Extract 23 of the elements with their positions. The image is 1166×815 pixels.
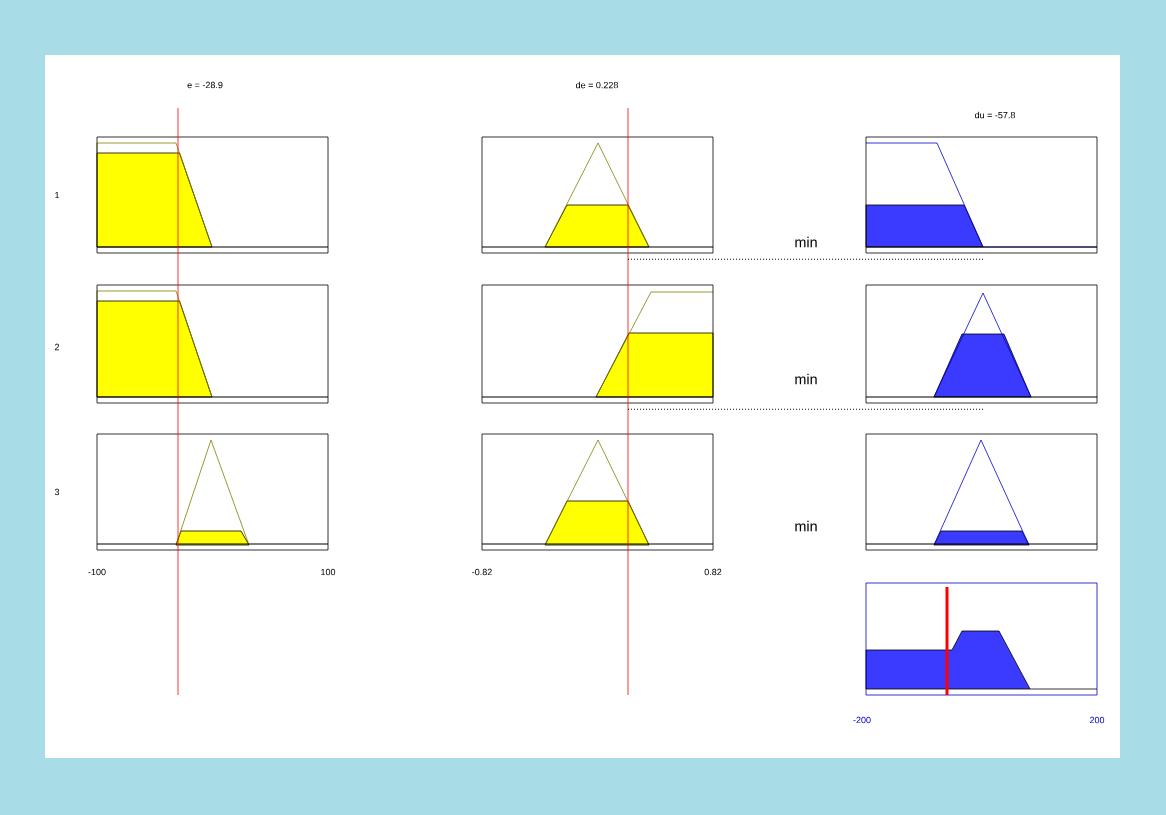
- membership-plot-drawing: [96, 433, 329, 551]
- membership-plot-drawing: [481, 433, 714, 551]
- variable-label: e = -28.9: [187, 81, 223, 89]
- rule-number: 2: [54, 343, 60, 351]
- membership-plot-drawing: [481, 284, 714, 404]
- variable-label: de = 0.228: [576, 81, 618, 89]
- rule-number: 3: [54, 488, 60, 496]
- axis-tick-label: 0.82: [704, 568, 722, 576]
- membership-plot-drawing: [481, 136, 714, 254]
- output-plot-drawing: [865, 582, 1098, 696]
- operator-label: min: [795, 373, 817, 385]
- membership-plot-drawing: [96, 136, 329, 254]
- rule-number: 1: [55, 191, 60, 199]
- operator-label: min: [795, 236, 817, 248]
- axis-tick-label: 100: [321, 568, 336, 576]
- dotted-line: [627, 258, 986, 260]
- operator-label: min: [795, 520, 817, 532]
- membership-plot-drawing: [865, 284, 1098, 404]
- membership-plot-drawing: [865, 433, 1098, 551]
- dotted-line: [627, 408, 986, 410]
- membership-plot-drawing: [865, 136, 1098, 254]
- membership-plot-drawing: [96, 284, 329, 404]
- axis-tick-label: 200: [1089, 716, 1105, 724]
